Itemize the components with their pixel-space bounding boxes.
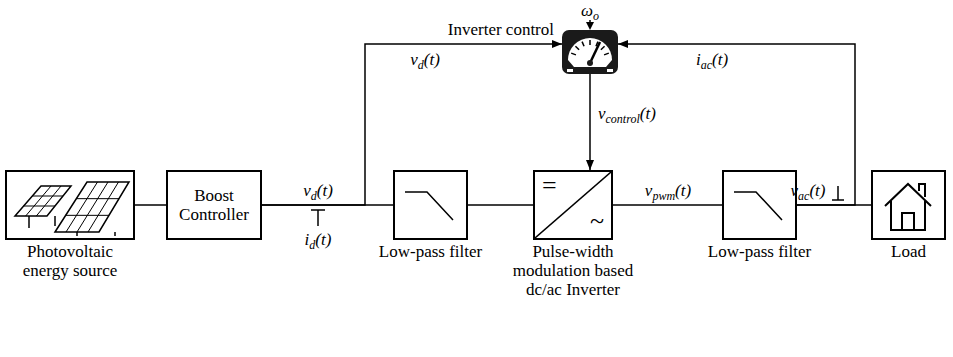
signal-symbol: i (696, 50, 701, 69)
lpf-icon (724, 172, 795, 238)
meter-tick (604, 53, 609, 55)
lpf-icon (395, 172, 466, 238)
signal-subscript: ac (701, 58, 712, 72)
signal-subscript: control (606, 112, 640, 126)
meter-face (568, 38, 612, 67)
solar-panel (55, 182, 129, 232)
signal-symbol: ω (581, 1, 593, 20)
signal-wire (613, 204, 722, 206)
converter-symbol: = (542, 173, 557, 199)
meter-pivot (587, 60, 593, 66)
signal-argument: (t) (809, 181, 825, 200)
signal-argument: (t) (712, 50, 728, 69)
signal-label: vd(t) (410, 50, 440, 69)
low-pass-symbol (405, 192, 453, 220)
meter-frame (562, 30, 618, 74)
signal-label: id(t) (305, 230, 332, 249)
signal-wire (468, 204, 533, 206)
box-caption: Pulse-width modulation based dc/ac Inver… (507, 242, 639, 299)
signal-arrow (589, 74, 591, 170)
meter-needle (590, 42, 600, 63)
load-box: Load (871, 170, 946, 240)
signal-label: vcontrol(t) (598, 104, 656, 123)
meter-tick (582, 42, 584, 47)
converter-symbol: ~ (590, 208, 604, 234)
signal-subscript: d (311, 189, 317, 203)
house-door (902, 213, 914, 230)
voltage-probe-bar (832, 199, 844, 201)
low-pass-filter-box: Low-pass filter (393, 170, 468, 240)
meter-tick (589, 40, 591, 45)
reference-arrow-head (586, 22, 594, 30)
meter-foot (607, 69, 613, 72)
panel-grid-line (26, 186, 51, 216)
panel-grid-line (24, 206, 55, 207)
signal-argument: (t) (640, 104, 656, 123)
box-caption: Low-pass filter (379, 242, 482, 261)
inverter-box: =~Pulse-width modulation based dc/ac Inv… (533, 170, 613, 240)
signal-argument: (t) (315, 230, 331, 249)
signal-subscript: ac (798, 189, 809, 203)
meter-tick (571, 53, 576, 55)
signal-label: iac(t) (696, 50, 728, 69)
current-probe-stem (317, 210, 319, 226)
panel-grid-line (32, 196, 63, 197)
panel-leg (54, 216, 56, 226)
signal-symbol: v (645, 181, 653, 200)
signal-label: vpwm(t) (645, 181, 691, 200)
signal-subscript: pwm (652, 189, 675, 203)
box-caption: Inverter control (448, 20, 554, 39)
panel-leg (114, 232, 116, 236)
low-pass-symbol (734, 192, 782, 220)
meter-tick (575, 46, 579, 49)
signal-symbol: v (303, 181, 311, 200)
house-chimney (919, 184, 925, 197)
box-caption: Load (891, 242, 926, 261)
signal-subscript: o (593, 9, 599, 23)
box-caption: Low-pass filter (708, 242, 811, 261)
house-walls (891, 201, 925, 230)
signal-argument: (t) (317, 181, 333, 200)
signal-symbol: v (410, 50, 418, 69)
house-icon (873, 172, 944, 238)
low-pass-filter-box: Low-pass filter (722, 170, 797, 240)
meter-tick (601, 46, 605, 49)
inverter-control-meter: Inverter control (562, 30, 618, 74)
signal-wire (135, 204, 166, 206)
voltage-probe-stem (837, 186, 839, 200)
signal-symbol: v (598, 104, 606, 123)
panel-grid-line (36, 186, 61, 216)
signal-label: vac(t) (791, 181, 826, 200)
signal-argument: (t) (675, 181, 691, 200)
meter-foot (567, 69, 573, 72)
box-caption: Photovoltaic energy source (11, 242, 129, 280)
box-label: Boost Controller (168, 186, 260, 224)
panel-leg (28, 216, 30, 228)
signal-argument: (t) (424, 50, 440, 69)
panel-grid-line (88, 182, 119, 232)
converter-diagonal (535, 172, 611, 238)
meter-icon (562, 30, 618, 74)
signal-symbol: i (305, 230, 310, 249)
solar-panel (15, 186, 71, 216)
signal-subscript: d (309, 238, 315, 252)
signal-symbol: v (791, 181, 799, 200)
signal-label: vd(t) (303, 181, 333, 200)
pv-icon (7, 172, 133, 238)
signal-label: ωo (581, 1, 599, 20)
pv-source-box: Photovoltaic energy source (5, 170, 135, 240)
signal-subscript: d (418, 58, 424, 72)
boost-controller-box: Boost Controller (166, 170, 262, 240)
